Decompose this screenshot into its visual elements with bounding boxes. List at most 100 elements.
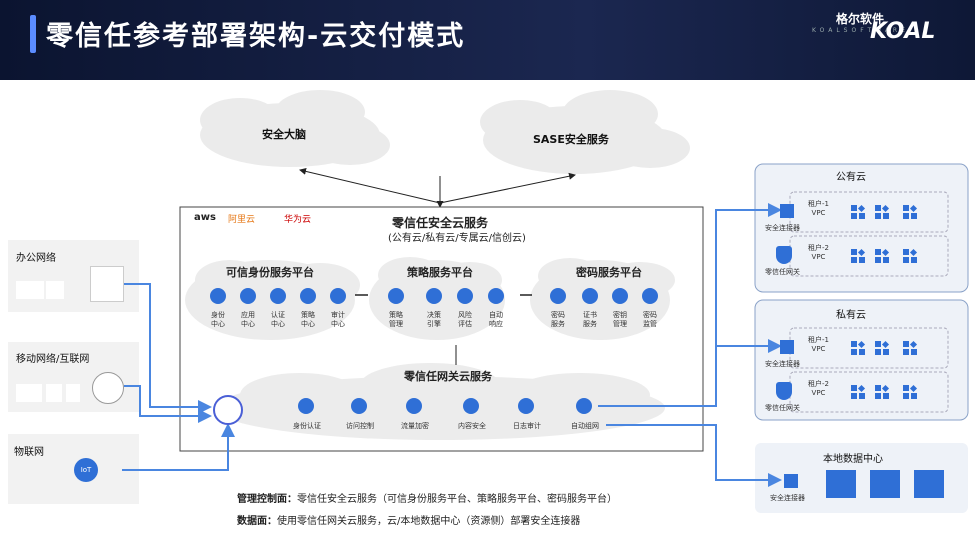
app-grid-icon bbox=[874, 248, 890, 264]
note-management-head: 管理控制面： bbox=[237, 494, 297, 505]
brain-cloud bbox=[200, 90, 390, 167]
platform-policy-title: 策略服务平台 bbox=[407, 266, 473, 279]
brand-name: 格尔软件 bbox=[836, 12, 885, 26]
brand-english: KOALSOFTWARE bbox=[812, 27, 909, 34]
gateway-item-label: 内容安全 bbox=[458, 422, 486, 430]
platform-item-icon bbox=[270, 288, 286, 304]
platform-item-label: 密码 服务 bbox=[551, 311, 565, 328]
mobile-network-label: 移动网络/互联网 bbox=[16, 354, 90, 365]
app-grid-icon bbox=[850, 204, 866, 220]
platform-item-icon bbox=[210, 288, 226, 304]
private-tenant2: 租户-2 VPC bbox=[808, 380, 829, 397]
app-grid-icon bbox=[850, 384, 866, 400]
platform-item-icon bbox=[457, 288, 473, 304]
platform-identity-title: 可信身份服务平台 bbox=[226, 266, 314, 279]
server-icon bbox=[870, 470, 900, 498]
gateway-item-icon bbox=[463, 398, 479, 414]
brand-logo: KOAL bbox=[870, 19, 936, 44]
public-cloud-title: 公有云 bbox=[836, 172, 866, 183]
platform-item-icon bbox=[388, 288, 404, 304]
private-connector-label: 安全连接器 bbox=[765, 360, 800, 368]
app-grid-icon bbox=[874, 204, 890, 220]
shield-icon bbox=[776, 382, 792, 400]
center-title: 零信任安全云服务 bbox=[392, 216, 489, 230]
app-grid-icon bbox=[874, 384, 890, 400]
app-grid-icon bbox=[850, 340, 866, 356]
users-icon bbox=[16, 384, 42, 402]
iot-icon: IoT bbox=[74, 458, 98, 482]
platform-item-label: 策略 中心 bbox=[301, 311, 315, 328]
gateway-item-icon bbox=[351, 398, 367, 414]
public-connector-label: 安全连接器 bbox=[765, 224, 800, 232]
header-bar bbox=[0, 0, 975, 80]
platform-item-label: 身份 中心 bbox=[211, 311, 225, 328]
page-title: 零信任参考部署架构-云交付模式 bbox=[46, 21, 466, 52]
sase-label: SASE安全服务 bbox=[533, 133, 609, 146]
public-tenant1: 租户-1 VPC bbox=[808, 200, 829, 217]
note-data-text: 使用零信任网关云服务，云/本地数据中心（资源侧）部署安全连接器 bbox=[277, 516, 581, 527]
app-grid-icon bbox=[874, 340, 890, 356]
connector-icon bbox=[784, 474, 798, 488]
platform-item-label: 审计 中心 bbox=[331, 311, 345, 328]
note-management: 管理控制面：零信任安全云服务（可信身份服务平台、策略服务平台、密码服务平台） bbox=[237, 490, 617, 505]
local-connector-label: 安全连接器 bbox=[770, 494, 805, 502]
platform-item-icon bbox=[300, 288, 316, 304]
platform-item-icon bbox=[240, 288, 256, 304]
vendor-huawei: 华为云 bbox=[284, 215, 312, 225]
gateway-item-label: 身份认证 bbox=[293, 422, 321, 430]
vendor-aws: aws bbox=[194, 212, 216, 223]
gateway-item-label: 流量加密 bbox=[401, 422, 429, 430]
gateway-item-icon bbox=[576, 398, 592, 414]
iot-label: 物联网 bbox=[14, 447, 44, 458]
gateway-item-label: 日志审计 bbox=[513, 422, 541, 430]
vendor-aliyun: 阿里云 bbox=[228, 215, 256, 225]
server-icon bbox=[826, 470, 856, 498]
title-accent bbox=[30, 15, 36, 53]
office-network-label: 办公网络 bbox=[16, 253, 56, 264]
app-grid-icon bbox=[850, 248, 866, 264]
phone-icon bbox=[66, 384, 80, 402]
private-tenant1: 租户-1 VPC bbox=[808, 336, 829, 353]
app-grid-icon bbox=[902, 384, 918, 400]
gateway-item-icon bbox=[406, 398, 422, 414]
public-tenant2: 租户-2 VPC bbox=[808, 244, 829, 261]
brain-label: 安全大脑 bbox=[262, 128, 306, 141]
users-icon bbox=[16, 281, 44, 299]
platform-item-icon bbox=[550, 288, 566, 304]
server-icon bbox=[914, 470, 944, 498]
platform-crypto-title: 密码服务平台 bbox=[576, 266, 642, 279]
public-gateway-label: 零信任网关 bbox=[765, 268, 800, 276]
building-icon bbox=[90, 266, 124, 302]
platform-item-label: 密钥 管理 bbox=[613, 311, 627, 328]
connector-icon bbox=[780, 340, 794, 354]
platform-item-label: 风险 评估 bbox=[458, 311, 472, 328]
private-gateway-label: 零信任网关 bbox=[765, 404, 800, 412]
note-management-text: 零信任安全云服务（可信身份服务平台、策略服务平台、密码服务平台） bbox=[297, 494, 617, 505]
gateway-item-label: 自动组网 bbox=[571, 422, 599, 430]
app-grid-icon bbox=[902, 340, 918, 356]
shield-icon bbox=[776, 246, 792, 264]
gateway-item-icon bbox=[298, 398, 314, 414]
gateway-title: 零信任网关云服务 bbox=[404, 370, 492, 383]
connector-icon bbox=[780, 204, 794, 218]
private-cloud-title: 私有云 bbox=[836, 310, 866, 321]
local-dc-title: 本地数据中心 bbox=[823, 454, 883, 465]
platform-item-icon bbox=[330, 288, 346, 304]
sase-cloud bbox=[480, 90, 690, 174]
platform-item-label: 策略 管理 bbox=[389, 311, 403, 328]
desktop-icon bbox=[46, 281, 64, 299]
platform-item-label: 决策 引擎 bbox=[427, 311, 441, 328]
gateway-item-icon bbox=[518, 398, 534, 414]
platform-item-label: 密码 监管 bbox=[643, 311, 657, 328]
platform-item-label: 证书 服务 bbox=[583, 311, 597, 328]
platform-item-label: 应用 中心 bbox=[241, 311, 255, 328]
gateway-item-label: 访问控制 bbox=[346, 422, 374, 430]
platform-item-icon bbox=[488, 288, 504, 304]
center-subtitle: (公有云/私有云/专属云/信创云) bbox=[388, 233, 526, 244]
platform-item-icon bbox=[426, 288, 442, 304]
internet-icon bbox=[92, 372, 124, 404]
note-data-head: 数据面： bbox=[237, 516, 277, 527]
platform-item-icon bbox=[612, 288, 628, 304]
platform-item-icon bbox=[582, 288, 598, 304]
note-data: 数据面：使用零信任网关云服务，云/本地数据中心（资源侧）部署安全连接器 bbox=[237, 512, 580, 527]
